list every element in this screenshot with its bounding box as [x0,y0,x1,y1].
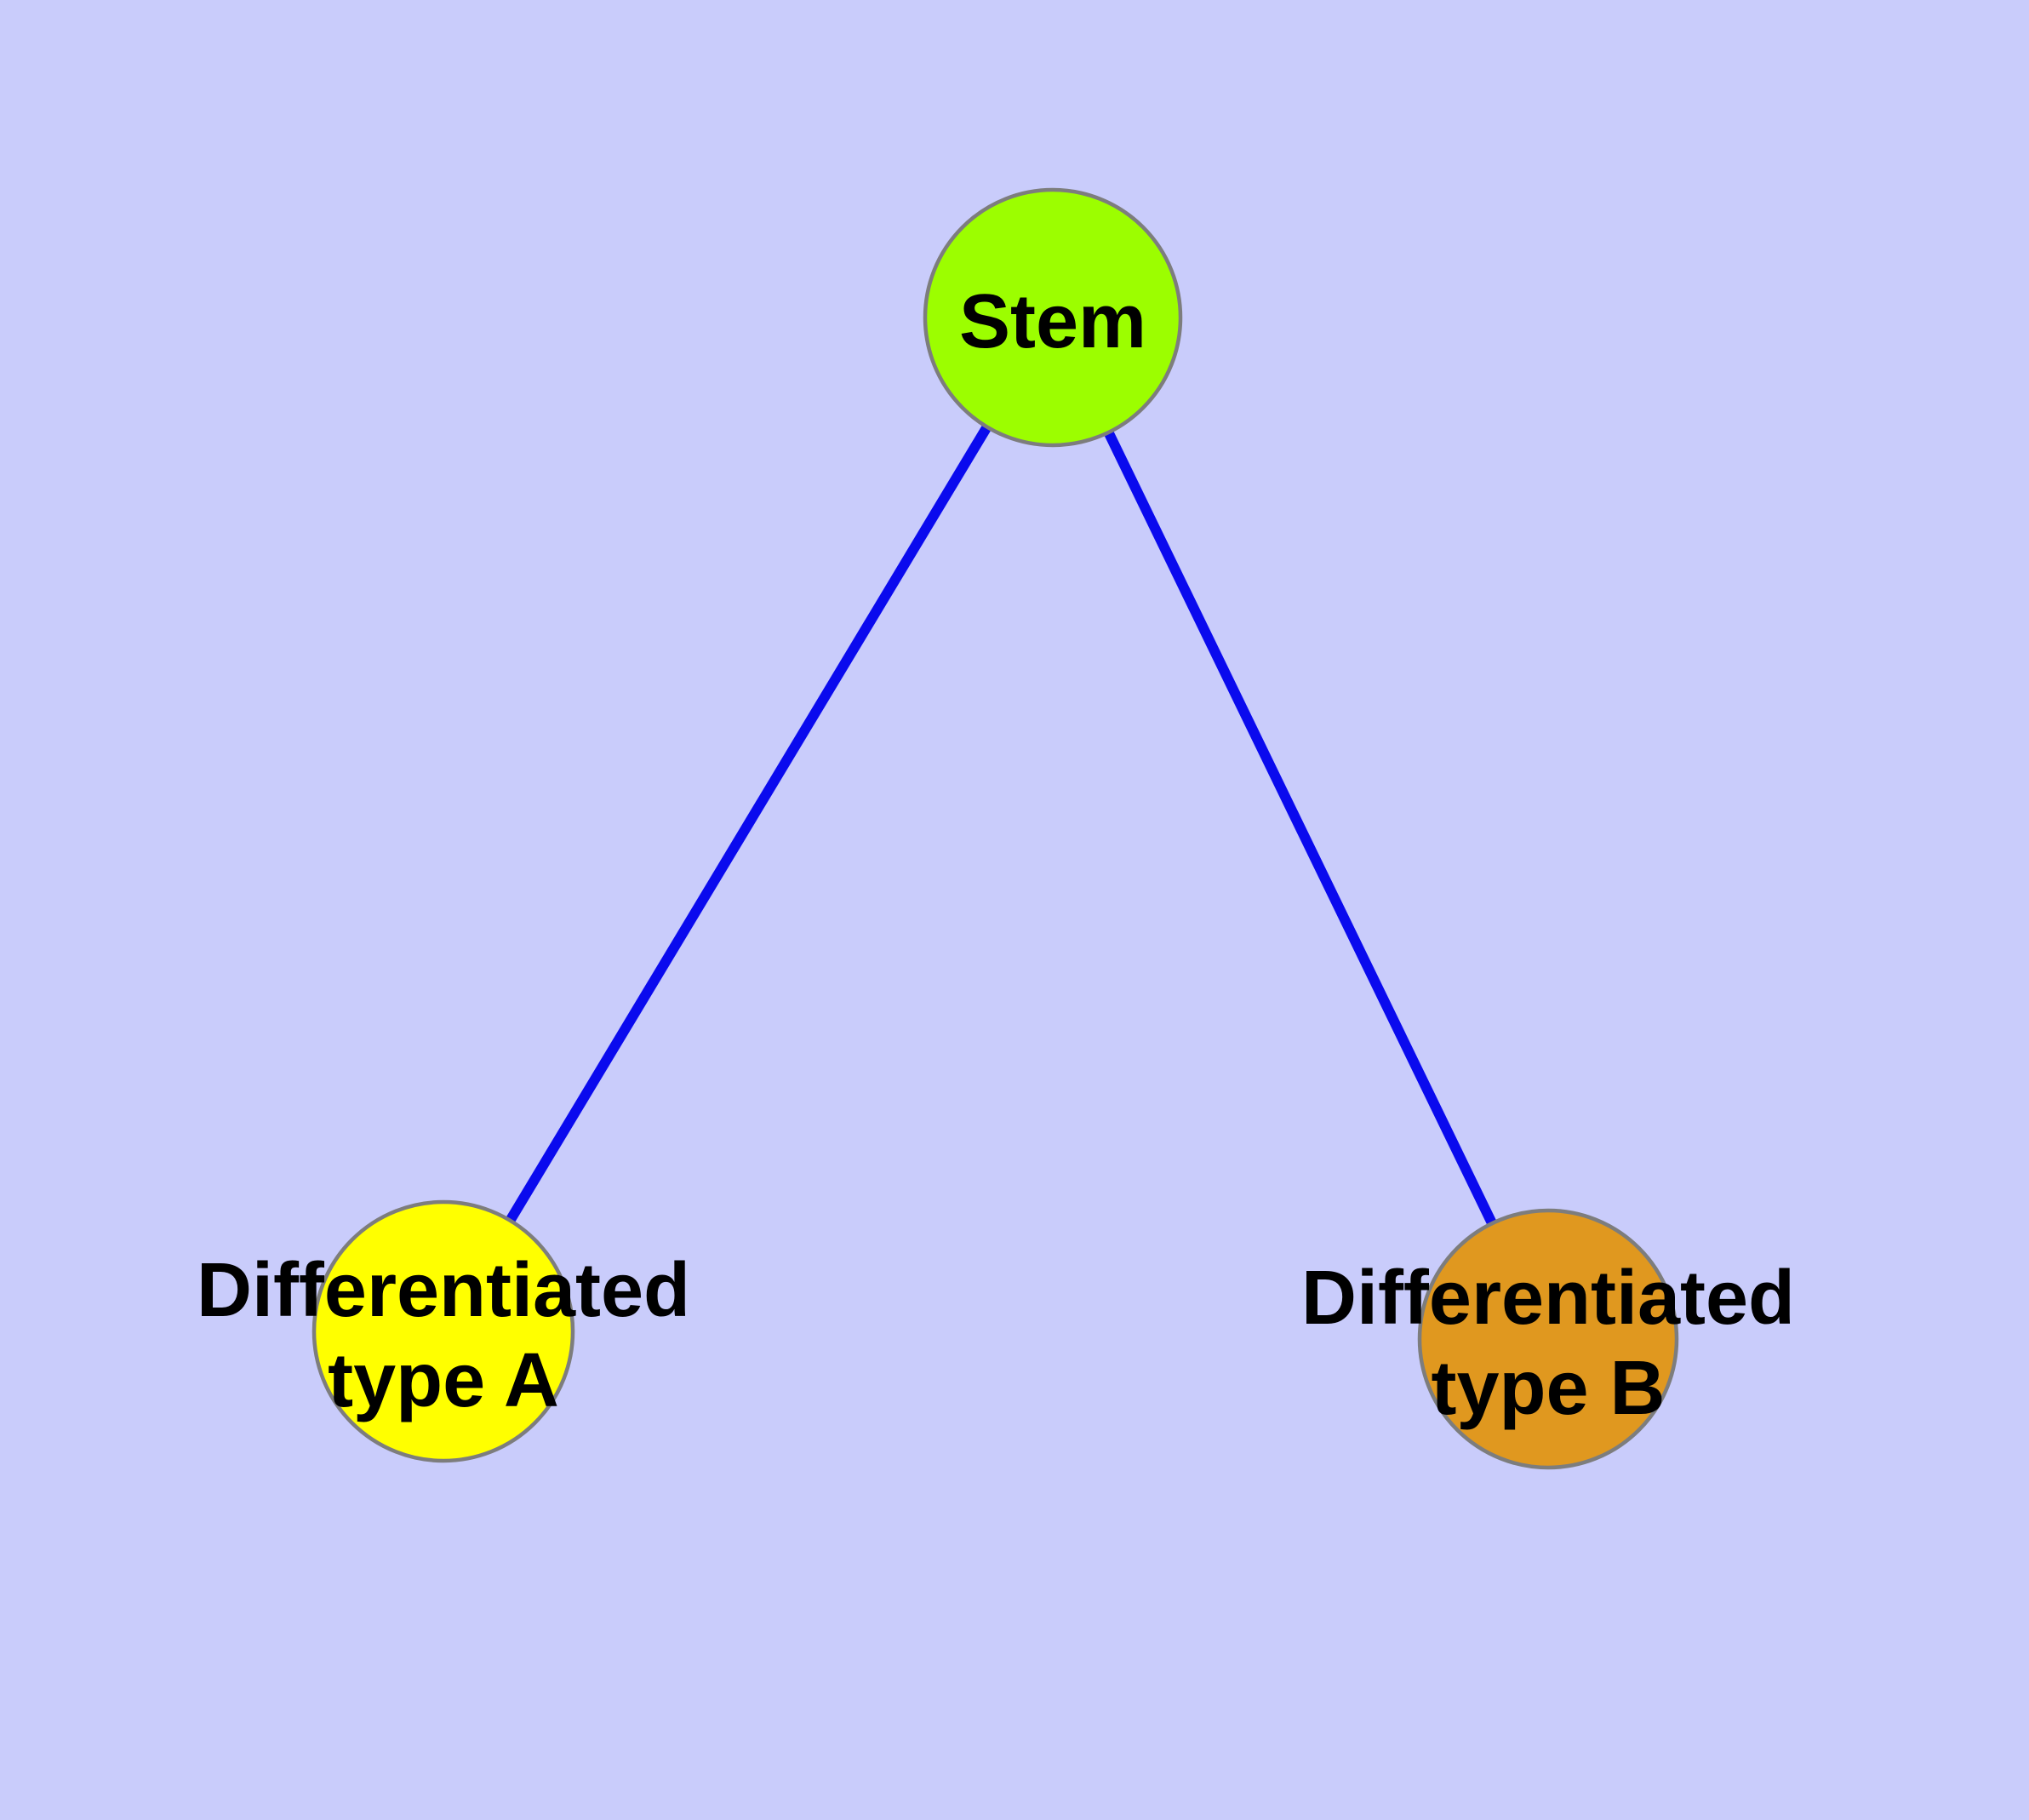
node-diff-b [1417,1208,1679,1470]
node-diff-a [311,1199,575,1463]
nodes-layer [311,187,1679,1470]
node-stem [923,187,1183,448]
edge-stem-diff-a [438,314,1058,1335]
edges-layer [438,314,1553,1342]
node-label-stem: Stem [959,279,1146,364]
edge-stem-diff-b [1048,315,1553,1342]
